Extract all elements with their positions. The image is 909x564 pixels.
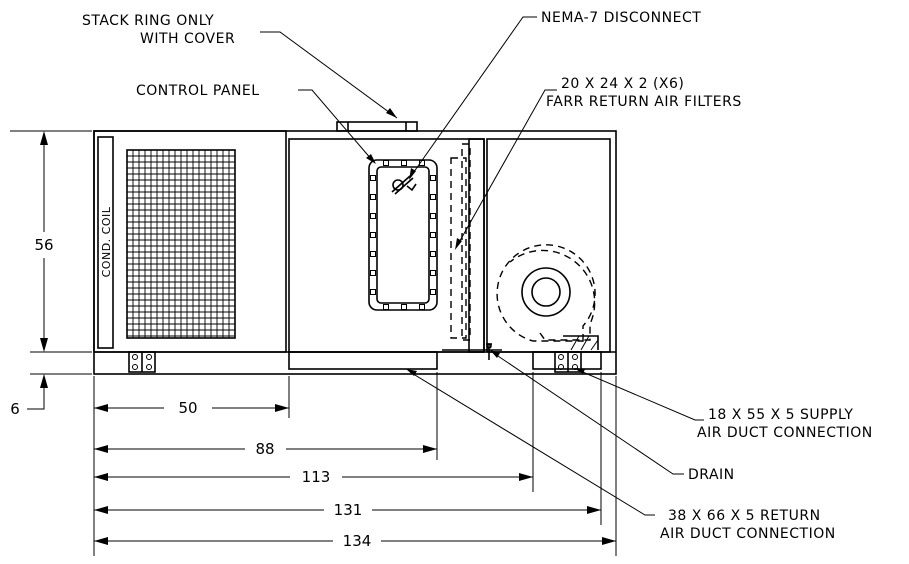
supply-duct-label-line1: 18 X 55 X 5 SUPPLY bbox=[708, 407, 853, 423]
lifting-lug-right bbox=[554, 351, 582, 373]
disconnect-handle bbox=[391, 175, 417, 195]
condenser-grille bbox=[127, 150, 235, 338]
dim-113: 113 bbox=[302, 468, 331, 486]
return-duct-label-line2: AIR DUCT CONNECTION bbox=[660, 526, 836, 542]
dimensions bbox=[10, 130, 617, 556]
control-panel-label: CONTROL PANEL bbox=[136, 83, 260, 99]
stack-ring-label-line1: STACK RING ONLY bbox=[82, 13, 214, 29]
cond-coil-label: COND. COIL bbox=[100, 206, 113, 277]
filters-label-line1: 20 X 24 X 2 (X6) bbox=[561, 76, 684, 92]
condenser-section: COND. COIL bbox=[97, 136, 236, 349]
dim-131: 131 bbox=[334, 501, 363, 519]
stack-ring-label-line2: WITH COVER bbox=[140, 31, 235, 47]
dim-88: 88 bbox=[255, 440, 274, 458]
filter-rack bbox=[442, 138, 502, 353]
blower-section bbox=[486, 138, 611, 353]
return-duct-label-line1: 38 X 66 X 5 RETURN bbox=[668, 508, 821, 524]
dim-134: 134 bbox=[343, 532, 372, 550]
filters-label-line2: FARR RETURN AIR FILTERS bbox=[546, 94, 742, 110]
supply-duct-label-line2: AIR DUCT CONNECTION bbox=[697, 425, 873, 441]
dimension-values: 56 6 50 88 113 131 134 bbox=[10, 236, 371, 550]
leader-lines bbox=[260, 16, 704, 516]
base bbox=[128, 343, 602, 373]
lifting-lug-left bbox=[128, 351, 156, 373]
annotation-labels: STACK RING ONLY WITH COVER CONTROL PANEL… bbox=[82, 10, 873, 542]
drain-label: DRAIN bbox=[688, 467, 735, 483]
stack-ring bbox=[336, 121, 418, 132]
control-panel-studs bbox=[370, 160, 436, 310]
dim-50: 50 bbox=[178, 399, 197, 417]
dim-height-56: 56 bbox=[34, 236, 53, 254]
dim-base-6: 6 bbox=[10, 400, 20, 418]
nema-disconnect-label: NEMA-7 DISCONNECT bbox=[541, 10, 701, 26]
center-section bbox=[288, 138, 502, 353]
